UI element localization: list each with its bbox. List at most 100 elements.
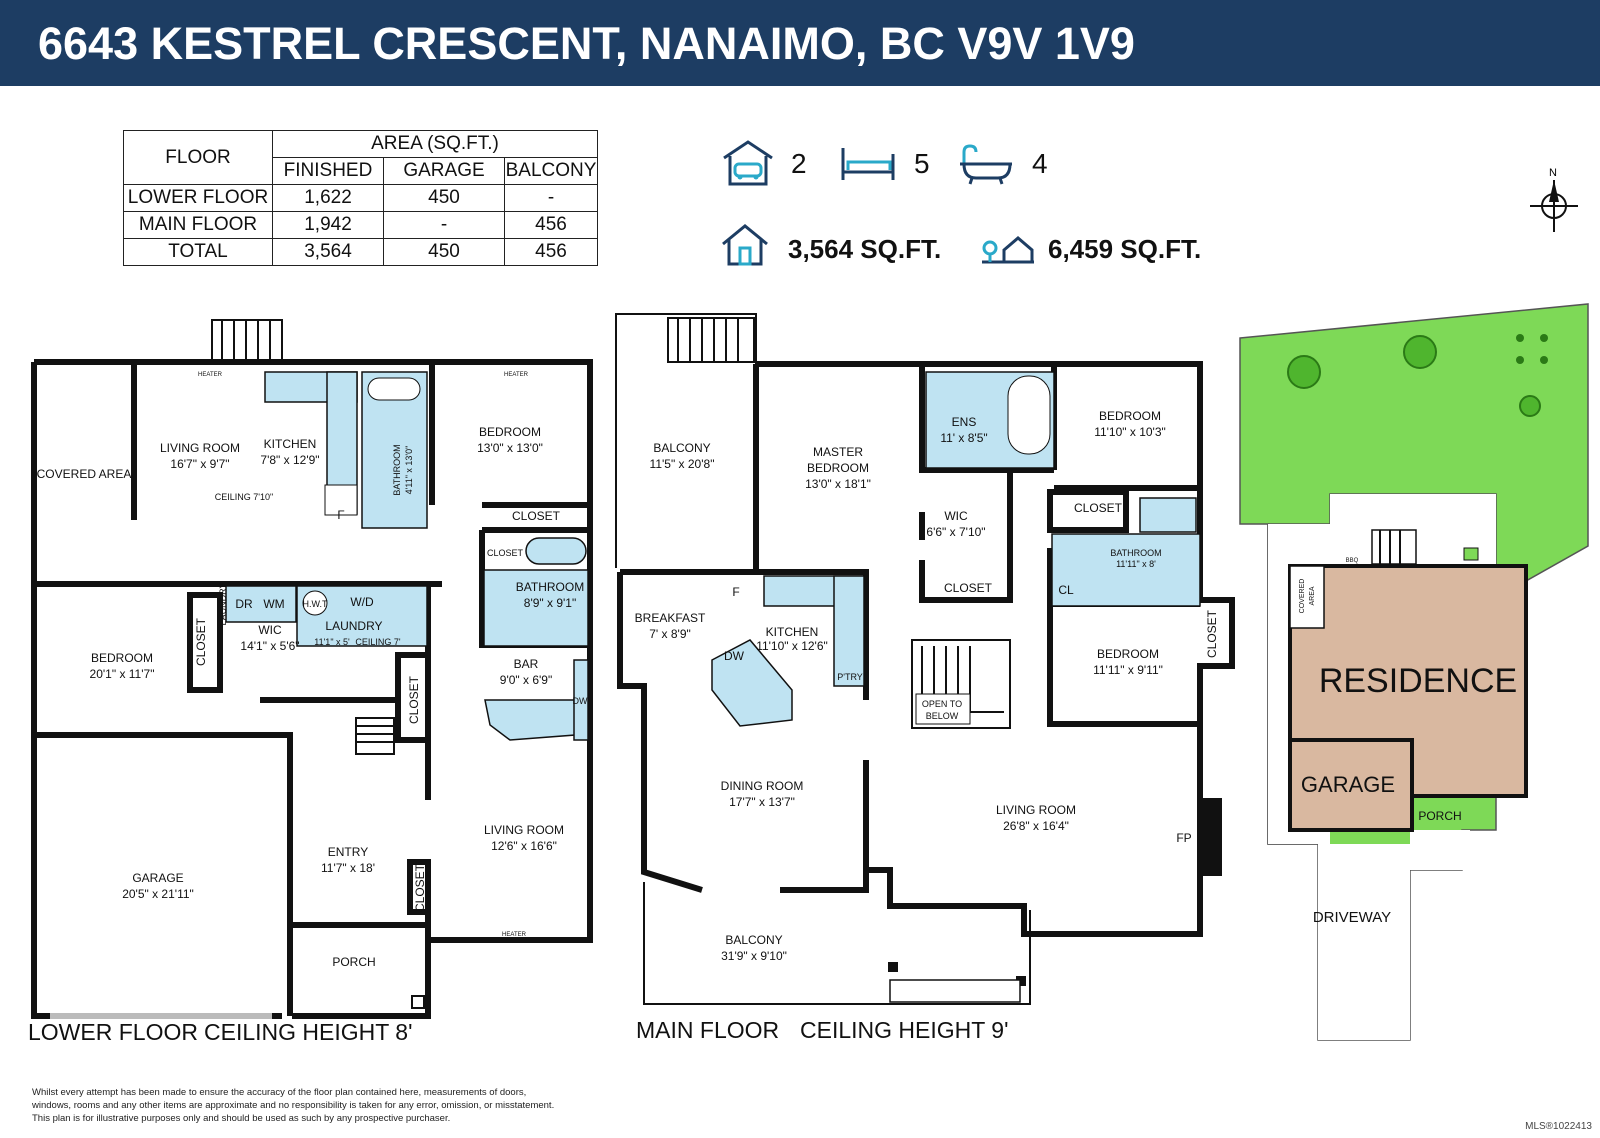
room-dim: 11'10" x 10'3" [1094,425,1166,439]
bed-icon [841,148,895,180]
tree-icon [1519,395,1541,417]
table-row: TOTAL 3,564 450 456 [123,238,598,266]
room-label: BAR [514,657,539,671]
appliance-label: W/D [350,595,374,609]
house-area: 3,564 SQ.FT. [788,234,942,264]
room-label: COVERED AREA [37,467,132,481]
room-dim: 11'11" x 8' [1116,559,1156,569]
room-note: CEILING 7'10" [215,492,273,502]
lot-area: 6,459 SQ.FT. [1048,234,1202,264]
fireplace-label: FP [1176,831,1191,845]
row-garage: 450 [383,184,505,212]
site-garage-label: GARAGE [1301,772,1395,797]
compass-label: N [1549,167,1557,179]
bbq-label: BBQ [1346,558,1359,564]
row-finished: 3,564 [272,238,384,266]
lower-outer-wall [31,362,282,1019]
site-labels: RESIDENCE GARAGE PORCH DRIVEWAY COVERED … [1299,558,1517,926]
title-banner: 6643 KESTREL CRESCENT, NANAIMO, BC V9V 1… [0,0,1600,86]
room-label: LIVING ROOM [484,823,564,837]
site-porch-label: PORCH [1418,809,1461,823]
room-label: BALCONY [725,933,782,947]
laundry-nook [225,585,297,623]
row-floor: TOTAL [123,238,273,266]
row-garage: 450 [383,238,505,266]
room-label: BEDROOM [1099,409,1161,423]
balcony-railing [615,313,757,568]
room-dim: 7'8" x 12'9" [260,453,319,467]
heater-label: HEATER [502,932,527,938]
heater-label: HEATER [198,372,223,378]
room-dim: 6'6" x 7'10" [926,525,985,539]
room-dim: 11'7" x 18' [321,861,375,875]
room-dim: 11'5" x 20'8" [650,457,715,471]
room-label: BREAKFAST [635,611,706,625]
room-dim: 14'1" x 5'6" [240,639,299,653]
lower-balcony-railing [643,882,1031,1005]
disclaimer-line: This plan is for illustrative purposes o… [32,1113,451,1124]
mls-number: MLS®1022413 [1525,1121,1592,1132]
page-title: 6643 KESTREL CRESCENT, NANAIMO, BC V9V 1… [38,18,1135,69]
row-floor: LOWER FLOOR [123,184,273,212]
fireplace [1198,798,1222,876]
main-ceiling-label: CEILING HEIGHT 9' [800,1017,1009,1043]
room-label: DINING ROOM [721,779,804,793]
bath-count: 4 [1032,148,1048,179]
tree-icon [1403,335,1437,369]
table-row: LOWER FLOOR 1,622 450 - [123,184,598,212]
room-label: P'TRY [837,672,863,682]
row-finished: 1,622 [272,184,384,212]
residence-label: RESIDENCE [1319,662,1517,700]
row-balcony: - [504,184,598,212]
room-dim: 7' x 8'9" [649,627,691,641]
driveway-label: DRIVEWAY [1313,909,1391,926]
lower-bathroom2-area [483,569,589,647]
appliance-label: DW [724,649,745,663]
covered-label: COVERED [1299,579,1306,614]
main-bathroom-area [1051,533,1201,607]
room-label: CLOSET [413,863,427,912]
row-finished: 1,942 [272,211,384,239]
room-label: BALCONY [653,441,710,455]
heater-label: HEATER [504,372,529,378]
covered-label: AREA [1309,586,1316,605]
room-dim: 11'1" x 5' [314,637,350,647]
fridge-label: F [732,585,739,599]
site-plan [1239,303,1589,1041]
room-label: ENS [952,415,977,429]
disclaimer-line: windows, rooms and any other items are a… [32,1100,555,1111]
kitchen-island [711,639,793,727]
room-label: BATHROOM [1110,548,1161,558]
room-note: CEILING 7' [355,637,401,647]
lower-floor-plan [31,319,593,1019]
room-label: BEDROOM [1097,647,1159,661]
room-label: BEDROOM [479,425,541,439]
bed-count: 5 [914,148,930,179]
room-label: LIVING ROOM [160,441,240,455]
table-row: MAIN FLOOR 1,942 - 456 [123,211,598,239]
compass-icon: N [1530,167,1578,232]
room-label: WIC [944,509,968,523]
room-dim: 26'8" x 16'4" [1003,819,1069,833]
room-dim: 20'5" x 21'11" [122,887,194,901]
room-dim: 13'0" x 18'1" [805,477,871,491]
disclaimer: Whilst every attempt has been made to en… [32,1086,732,1125]
garage-icon [723,140,773,186]
room-label: MASTER [813,445,863,459]
room-dim: 11'10" x 12'6" [756,639,828,653]
room-dim: 13'0" x 13'0" [477,441,543,455]
lower-floor-label: LOWER FLOOR [28,1019,198,1045]
room-dim: 31'9" x 9'10" [721,949,787,963]
room-label: CLOSET [407,675,421,724]
appliance-label: DW [573,696,588,706]
col-finished: FINISHED [272,157,384,185]
stair-note: BELOW [926,711,959,721]
main-floor-labels: BALCONY 11'5" x 20'8" MASTER BEDROOM 13'… [635,409,1219,963]
main-floor-label: MAIN FLOOR [636,1017,780,1043]
garage-count: 2 [791,148,807,179]
room-label: CL [1058,583,1074,597]
room-dim: 11' x 8'5" [940,431,987,445]
fridge-label: F [337,508,344,522]
lot-icon [982,236,1034,264]
